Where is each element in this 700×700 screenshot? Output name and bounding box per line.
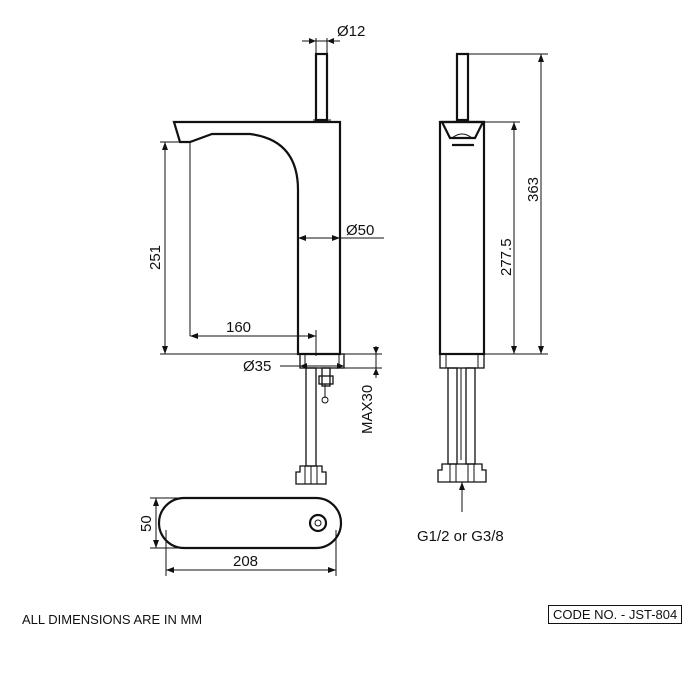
front-supply-hose [305,367,317,467]
max-deck-thickness-label: MAX30 [359,385,376,434]
code-number-box: CODE NO. - JST-804 [548,605,683,624]
spindle-diameter-label: Ø12 [337,23,365,40]
body-diameter-label: Ø50 [346,222,374,239]
spout-reach-label: 160 [226,319,251,336]
top-lever-hole [308,513,328,533]
side-supply-hose-right [465,367,476,465]
front-dimension-labels: Ø12 251 160 Ø50 Ø35 MAX30 [147,23,376,434]
front-body-outline [172,120,342,356]
side-view [437,52,487,512]
side-base-plate [439,353,485,369]
side-spindle [455,52,470,122]
base-length-label: 208 [233,553,258,570]
body-height-label: 277.5 [498,238,515,276]
side-supply-hose-left [447,367,458,465]
top-view [150,496,343,576]
front-spindle [314,52,329,122]
side-hose-nuts [437,463,487,483]
base-diameter-label: Ø35 [243,358,271,375]
connection-label: G1/2 or G3/8 [417,528,504,545]
front-dimension-lines [160,38,384,378]
side-body [438,120,486,356]
total-height-label: 363 [525,177,542,202]
top-dimension-labels: 50 208 [138,515,258,570]
front-hose-nut [295,465,327,485]
top-base-outline [157,496,343,550]
spout-height-label: 251 [147,245,164,270]
base-width-label: 50 [138,515,155,532]
side-dimension-lines [468,53,548,355]
units-footnote: ALL DIMENSIONS ARE IN MM [22,612,203,627]
front-view [172,52,345,485]
side-dimension-labels: 363 277.5 G1/2 or G3/8 [417,177,542,545]
